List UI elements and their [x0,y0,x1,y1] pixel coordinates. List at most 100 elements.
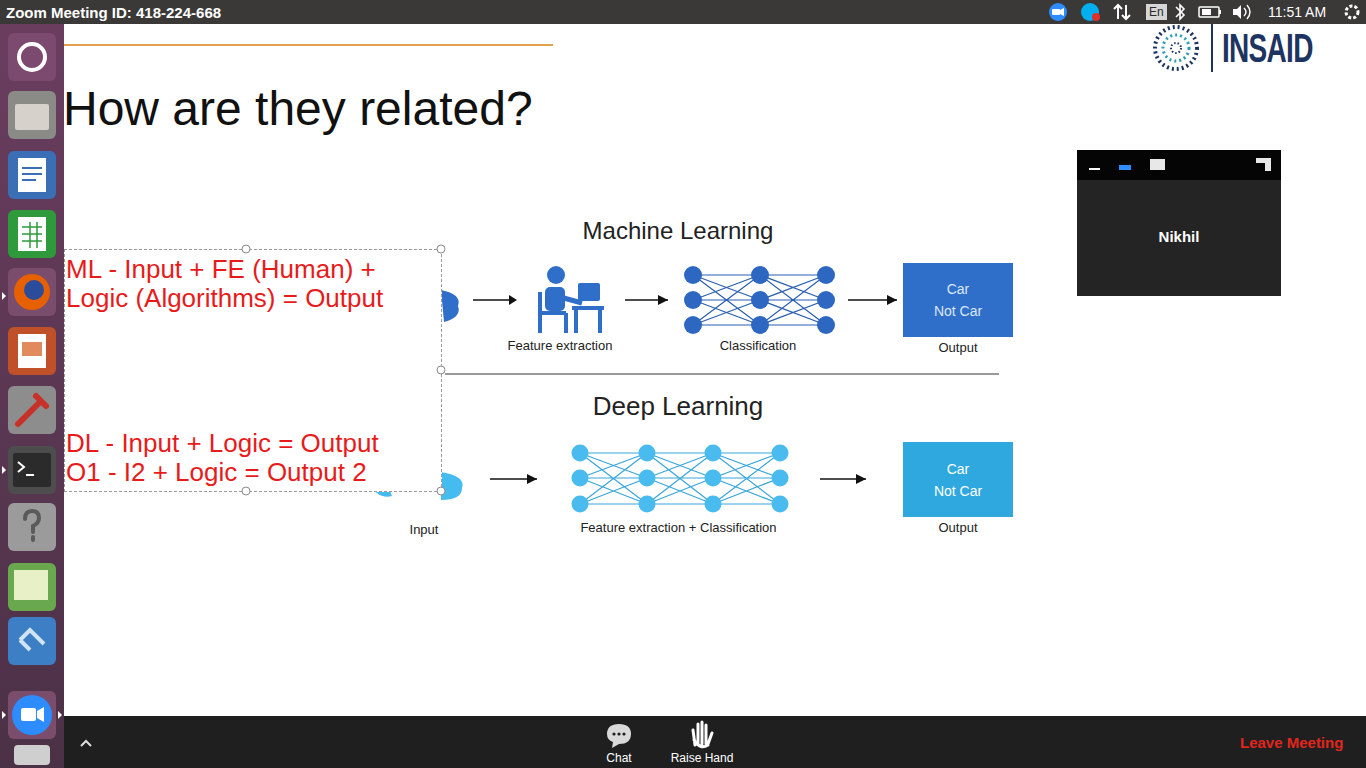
toolbar-label: Raise Hand [671,751,734,766]
section-heading: Deep Learning [593,391,764,421]
running-markers [2,292,62,719]
step-label: Input [366,522,482,538]
ubuntu-logo [19,44,45,70]
flow-arrow [625,299,668,301]
video-panel-toolbar [1077,150,1281,180]
network-icon [1114,5,1130,19]
output-box: CarNot CarOutput [903,442,1013,517]
box-text: Not Car [934,300,982,322]
ml-network-nodes [684,266,835,334]
flow-arrow [820,478,866,480]
writer-lines [22,168,42,180]
minimize-icon [1089,168,1100,170]
box-heading: Output [938,340,977,355]
ubuntu-tile [8,33,56,81]
annotation-note: DL - Input + Logic = Output [66,429,379,458]
launcher-icons [0,0,64,768]
calc-grid [22,222,42,248]
chat-dot [622,732,625,735]
firefox-tile [8,268,56,316]
fullscreen-icon-inner [1256,163,1265,171]
terminal-screen [13,453,51,487]
dl-network-links [580,453,780,504]
battery-tip [1219,10,1221,14]
chat-dot [612,732,615,735]
files-icon [15,104,49,130]
logo-ring [1155,27,1197,69]
caret-icon [81,741,91,746]
logo-divider [1211,24,1213,72]
diagram-step: Input [366,462,482,542]
writer-tile [8,151,56,199]
annotation-note: O1 - I2 + Logic = Output 2 [66,458,367,487]
settings-tile [8,386,56,434]
app-tile [8,563,56,611]
help-tile [8,503,56,551]
impress-slide [22,342,42,356]
step-label: Feature extraction + Classification [545,520,812,536]
step-label: Feature extraction [500,338,620,354]
slide-title: How are they related? [63,81,533,137]
battery-level [1202,9,1211,15]
settings-gear [1346,6,1358,18]
box-text: Car [947,458,970,480]
code-icon [20,630,44,650]
firefox-globe [24,280,44,300]
calc-tile [8,210,56,258]
raise-hand-icon [693,722,712,747]
diagram-step: Classification [676,262,840,358]
participant-name: Nikhil [1159,228,1200,246]
toolbar-label: Chat [606,751,631,766]
skype-icon [1081,3,1099,21]
zoom-camera [1052,9,1060,15]
leave-button: Leave Meeting [1240,734,1343,752]
code-tile [8,617,56,665]
dl-input-icon-right [441,472,463,500]
trash-icon [14,745,50,765]
ml-input-arrowhead [509,295,517,305]
zoom-tile [8,691,56,739]
chat-icon [607,724,631,748]
keyboard-layout: En [1146,4,1167,20]
diagram-step: Feature extraction + Classification [545,440,812,540]
writer-page [18,158,46,192]
box-text: Car [947,278,970,300]
firefox-icon [14,274,50,310]
zoom-launcher-icon [12,695,52,735]
skype-badge [1092,13,1100,21]
impress-page [18,334,46,368]
bluetooth-icon [1176,5,1184,19]
flow-arrow [848,299,897,301]
section-heading: Machine Learning [583,216,774,246]
expand-icon [1150,159,1165,170]
zoom-icon [1049,3,1067,21]
volume-icon [1233,5,1241,19]
diagram-step: Feature extraction [500,262,620,358]
logo-inner-ring [1163,35,1189,61]
box-heading: Output [938,520,977,535]
settings-wrench [18,396,46,424]
files-tile [8,91,56,139]
zoom-camera-lens [1060,8,1064,16]
zoom-launcher-lens [37,707,44,722]
zoom-launcher-camera [21,708,36,721]
accent-rule [64,44,553,46]
box-text: Not Car [934,480,982,502]
impress-tile [8,327,56,375]
annotation-note: ML - Input + FE (Human) + Logic (Algorit… [66,255,416,313]
logo-core [1171,43,1181,53]
view-icon [1119,165,1131,170]
output-box: CarNot CarOutput [903,263,1013,337]
calc-page [18,217,46,251]
section-separator [445,373,999,375]
chat-dot [617,732,620,735]
terminal-tile [8,446,56,494]
battery-icon [1199,7,1219,17]
app-icon [14,570,48,600]
dl-network-nodes [572,445,789,513]
ml-input-icon [441,290,459,322]
fullscreen-icon [1256,158,1271,171]
volume-waves [1244,5,1250,19]
logo-text: INSAID [1222,24,1313,72]
